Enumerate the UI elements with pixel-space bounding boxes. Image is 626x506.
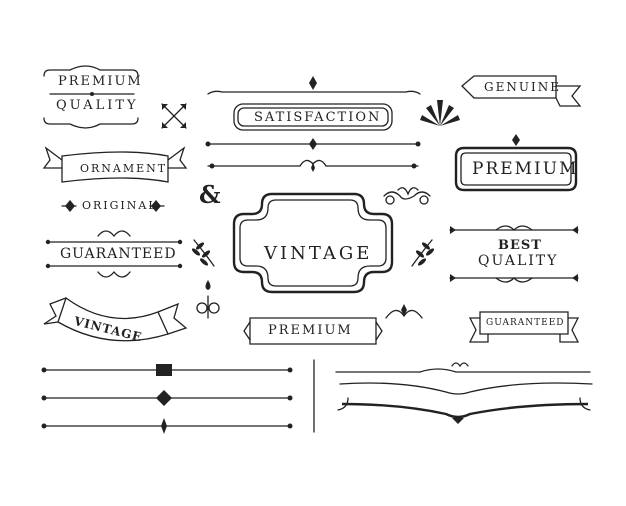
best-quality-badge <box>449 225 579 283</box>
satisfaction-text: SATISFACTION <box>254 110 382 125</box>
guaranteed-left-text: GUARANTEED <box>60 246 177 262</box>
original-text: ORIGINAL <box>82 199 158 212</box>
best-text: BEST <box>498 238 542 253</box>
flourish-ornament <box>385 304 423 319</box>
left-laurel-icon <box>191 239 215 267</box>
premium-frame <box>454 134 578 192</box>
premium-banner-text: PREMIUM <box>268 323 353 338</box>
ampersand-text: & <box>199 180 222 209</box>
vintage-frame-text: VINTAGE <box>264 243 373 264</box>
satisfaction-frame <box>233 103 393 131</box>
genuine-text: GENUINE <box>484 80 561 94</box>
ornament-text: ORNAMENT <box>80 162 168 175</box>
best-quality-text: QUALITY <box>478 253 559 269</box>
genuine-banner <box>461 75 582 107</box>
premium-quality-badge <box>43 65 139 129</box>
right-laurel-icon <box>411 239 435 267</box>
ornament-ribbon <box>42 146 188 183</box>
premium-frame-text: PREMIUM <box>472 159 579 179</box>
guaranteed-ribbon <box>468 311 580 343</box>
swirl-ornament <box>383 187 431 205</box>
crossed-arrows-icon <box>161 103 187 129</box>
bottom-left-dividers <box>41 364 293 434</box>
premium-quality-bottom-text: QUALITY <box>56 98 139 113</box>
vintage-frame <box>232 192 394 294</box>
premium-banner <box>243 317 383 345</box>
vintage-ribbon <box>43 296 188 342</box>
top-divider <box>207 76 421 95</box>
premium-quality-top-text: PREMIUM <box>58 74 143 89</box>
guaranteed-divider <box>45 230 183 278</box>
drop-ornament <box>196 280 220 319</box>
bottom-right-flourishes <box>335 362 593 424</box>
satisfaction-underline <box>205 138 421 172</box>
original-divider <box>61 200 165 212</box>
burst-icon <box>420 100 460 126</box>
guaranteed-ribbon-text: GUARANTEED <box>486 318 565 328</box>
